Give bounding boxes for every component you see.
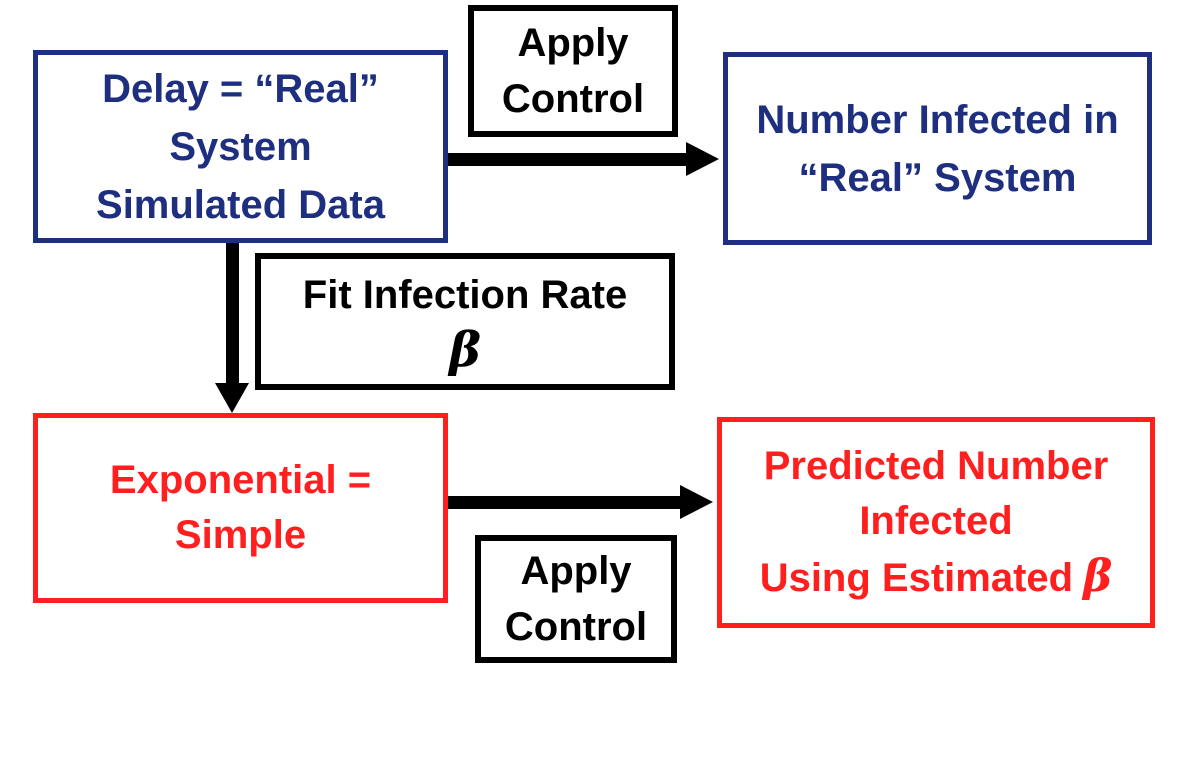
- box-line: Infected: [859, 499, 1013, 543]
- box-line: Apply: [517, 21, 629, 65]
- box-line: Fit Infection Rate: [302, 272, 628, 317]
- box-line: Delay = “Real”: [102, 66, 379, 111]
- beta-symbol: β: [449, 321, 481, 378]
- box-exponential-simple: Exponential = Simple: [33, 413, 448, 603]
- arrow-exponential-to-predicted-head: [680, 485, 713, 519]
- box-apply-control-bottom: Apply Control: [475, 535, 677, 663]
- box-predicted-number-infected: Predicted Number Infected Using Estimate…: [717, 417, 1155, 628]
- box-line: Simple: [174, 513, 307, 557]
- arrow-delay-to-number-infected-shaft: [448, 153, 688, 166]
- box-line: Control: [501, 77, 645, 121]
- box-apply-control-top: Apply Control: [468, 5, 678, 137]
- box-line: Predicted Number: [763, 444, 1109, 488]
- arrow-delay-to-exponential-shaft: [226, 243, 239, 385]
- box-number-infected-real-system: Number Infected in “Real” System: [723, 52, 1152, 245]
- box-line: System: [169, 124, 312, 169]
- box-line: Number Infected in: [756, 97, 1119, 142]
- beta-symbol: β: [1083, 551, 1113, 602]
- box-line: Exponential =: [109, 458, 372, 502]
- arrow-delay-to-number-infected-head: [686, 142, 719, 176]
- box-line: Simulated Data: [96, 182, 385, 227]
- box-line-text: Using Estimated: [759, 556, 1074, 600]
- box-delay-real-system: Delay = “Real” System Simulated Data: [33, 50, 448, 243]
- arrow-delay-to-exponential-head: [215, 383, 249, 413]
- box-line: Control: [504, 605, 648, 649]
- arrow-exponential-to-predicted-shaft: [448, 496, 682, 509]
- box-line: “Real” System: [798, 155, 1077, 200]
- box-fit-infection-rate: Fit Infection Rate β: [255, 253, 675, 390]
- box-line: Apply: [520, 549, 632, 593]
